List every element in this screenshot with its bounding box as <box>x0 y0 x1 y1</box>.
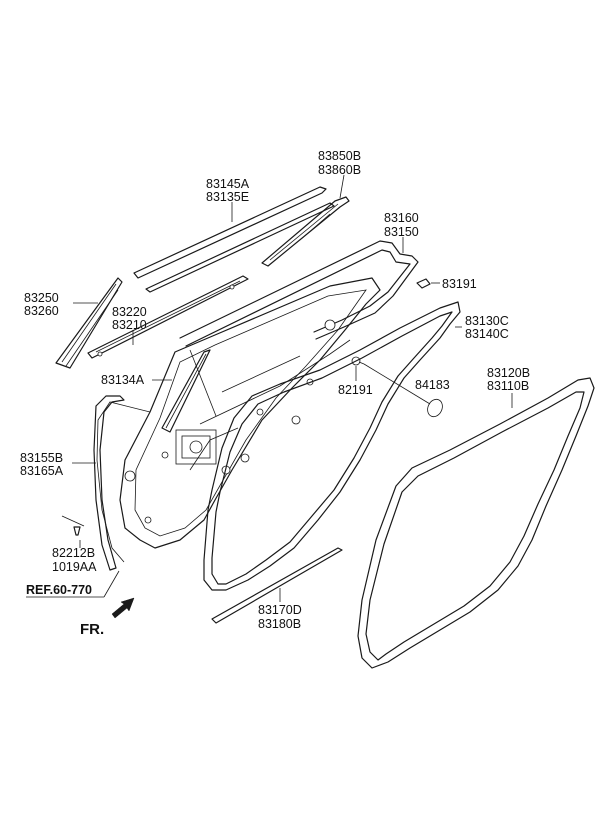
part-83191-clip <box>416 278 431 289</box>
label-82191: 82191 <box>338 383 373 397</box>
label-83134a: 83134A <box>101 373 145 387</box>
part-83134a-sash <box>161 349 211 433</box>
part-83850b-channel <box>261 196 350 267</box>
label-83140c: 83140C <box>465 327 509 341</box>
label-83120b: 83120B <box>487 366 530 380</box>
label-83150: 83150 <box>384 225 419 239</box>
part-door-panel <box>96 277 381 563</box>
label-83165a: 83165A <box>20 464 64 478</box>
label-83135e: 83135E <box>206 190 249 204</box>
label-83160: 83160 <box>384 211 419 225</box>
label-83170d: 83170D <box>258 603 302 617</box>
part-83220-belt-strip <box>87 275 249 359</box>
label-83250: 83250 <box>24 291 59 305</box>
part-83160-glass-run <box>179 240 419 417</box>
ref-label: REF.60-770 <box>26 583 92 597</box>
label-82212b: 82212B <box>52 546 95 560</box>
part-83155b-edge-strip <box>93 395 125 571</box>
label-83145a: 83145A <box>206 177 250 191</box>
part-83170d-lower-seal <box>211 547 343 624</box>
front-label: FR. <box>80 621 104 638</box>
label-83850b: 83850B <box>318 149 361 163</box>
label-83180b: 83180B <box>258 617 301 631</box>
leader-lines <box>26 174 513 602</box>
label-1019aa: 1019AA <box>52 560 97 574</box>
part-83250-delta-moulding <box>55 277 123 369</box>
label-83260: 83260 <box>24 304 59 318</box>
front-arrow-icon <box>111 597 135 619</box>
label-83155b: 83155B <box>20 451 63 465</box>
label-83191: 83191 <box>442 277 477 291</box>
label-83110b: 83110B <box>487 379 529 393</box>
label-83220: 83220 <box>112 305 147 319</box>
part-83120b-body-seal <box>357 377 595 669</box>
label-83860b: 83860B <box>318 163 361 177</box>
part-83130c-weatherstrip <box>203 301 461 591</box>
part-84183-plug <box>427 398 443 418</box>
label-83130c: 83130C <box>465 314 509 328</box>
part-82212b-screw <box>61 515 85 536</box>
label-83210: 83210 <box>112 318 147 332</box>
label-84183: 84183 <box>415 378 450 392</box>
part-83145a-moulding <box>133 186 335 293</box>
